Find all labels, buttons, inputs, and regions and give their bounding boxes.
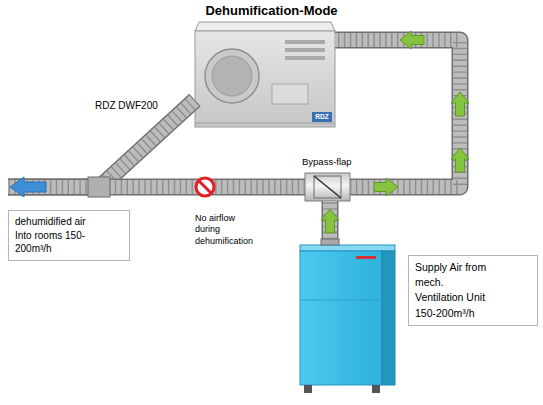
- flow-arrow: [451, 92, 469, 116]
- flow-arrow-head: [400, 31, 424, 49]
- duct-body: [335, 40, 460, 187]
- device-nameplate: [312, 112, 332, 122]
- node-text: Supply Air from mech. Ventilation Unit 1…: [415, 260, 489, 321]
- flap-body: [305, 173, 350, 201]
- brand-logo: RDZ: [312, 112, 332, 122]
- duct-outline: [322, 201, 339, 245]
- duct-body: [8, 100, 195, 187]
- unit-foot: [304, 385, 312, 393]
- duct-ribs: [8, 100, 195, 187]
- flow-arrow: [451, 148, 469, 172]
- text-panel: Supply Air from mech. Ventilation Unit 1…: [408, 255, 538, 326]
- flow-arrow-head: [10, 177, 46, 197]
- bypass-flap-drawing: [305, 173, 350, 201]
- duct-outline: [8, 100, 195, 187]
- unit-side: [382, 251, 395, 385]
- node-text: RDZ DWF200: [95, 99, 158, 112]
- ventilation-unit-drawing: [300, 245, 395, 393]
- device-front: [195, 31, 335, 127]
- dehumidifier-drawing: [195, 22, 335, 127]
- duct-body: [8, 180, 305, 194]
- duct-collar: [321, 239, 339, 245]
- device-port: [205, 49, 259, 103]
- duct-connector: [335, 40, 460, 187]
- tee-collar: [88, 177, 110, 197]
- duct-connector: [8, 187, 305, 188]
- unit-brand-mark: [356, 256, 376, 259]
- prohibition-slash: [199, 181, 211, 193]
- dehumidifier-unit: RDZ DWF200: [195, 22, 335, 127]
- no-airflow-symbol: [196, 178, 214, 196]
- bypass-flap: Bypass-flap: [305, 173, 350, 201]
- device-slot: [285, 56, 325, 60]
- flap-blade: [314, 176, 341, 198]
- prohibition-circle: [196, 178, 214, 196]
- device-slot: [285, 48, 325, 52]
- flow-arrow-head: [321, 209, 339, 233]
- duct-outline: [8, 179, 305, 196]
- text-panel: dehumidified air Into rooms 150-200m³/h: [8, 210, 130, 261]
- device-port-inner: [212, 56, 252, 96]
- arrow-head-group: [10, 31, 424, 233]
- node-text: dehumidified air Into rooms 150-200m³/h: [15, 215, 95, 256]
- duct-ribs: [8, 180, 305, 194]
- unit-top: [300, 245, 395, 251]
- device-top: [195, 22, 335, 31]
- device-slot: [285, 40, 325, 44]
- unit-foot: [372, 385, 380, 393]
- duct-connector: [8, 100, 195, 187]
- node-text: Bypass-flap: [302, 156, 352, 168]
- note-text: No airflow during dehumification: [195, 213, 257, 247]
- room-outlet: dehumidified air Into rooms 150-200m³/h: [8, 178, 130, 261]
- device-panel: [272, 84, 308, 104]
- duct-ribs: [335, 40, 460, 187]
- duct-outline: [335, 40, 460, 187]
- diagram-title: Dehumification-Mode: [0, 3, 543, 20]
- flap-frame: [314, 176, 341, 198]
- unit-front: [300, 251, 382, 385]
- device-edge: [195, 123, 335, 124]
- ventilation-unit: Supply Air from mech. Ventilation Unit 1…: [300, 245, 395, 390]
- flow-arrow: [374, 178, 398, 196]
- unit-seam: [300, 300, 382, 301]
